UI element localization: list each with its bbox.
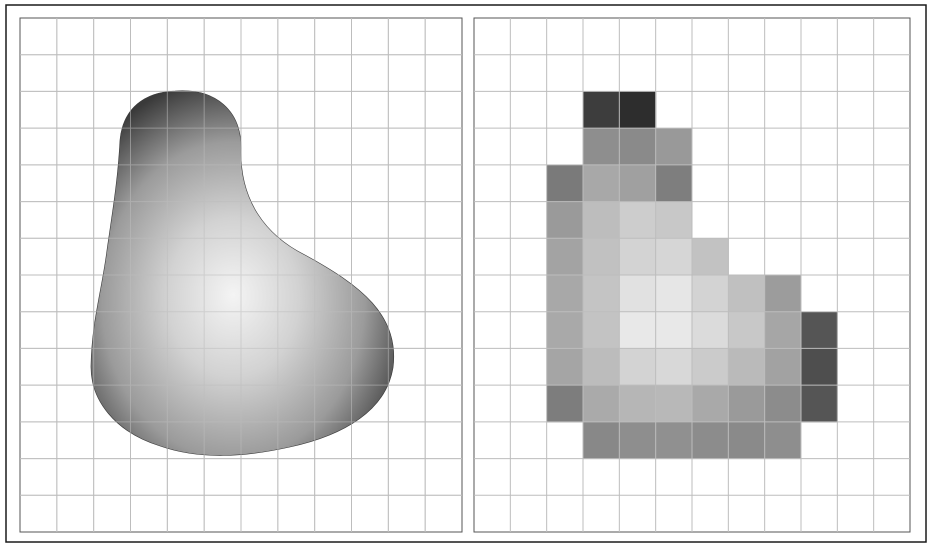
pixel-cell	[656, 385, 693, 422]
pixel-cell	[583, 275, 620, 312]
pixel-cell	[765, 385, 802, 422]
pixel-cell	[547, 348, 584, 385]
pixel-cell	[692, 348, 729, 385]
pixel-cell	[619, 238, 656, 275]
pixel-cell	[619, 385, 656, 422]
pixel-cell	[765, 312, 802, 349]
pixel-cell	[801, 348, 838, 385]
pixel-cell	[583, 202, 620, 239]
pixel-cell	[656, 128, 693, 165]
pixel-cell	[656, 312, 693, 349]
pixel-cell	[619, 91, 656, 128]
pixel-cell	[728, 385, 765, 422]
pixel-cell	[656, 422, 693, 459]
pixel-cell	[583, 128, 620, 165]
pixel-cell	[728, 348, 765, 385]
pixel-cell	[619, 275, 656, 312]
pixel-cell	[801, 385, 838, 422]
pixel-cell	[583, 312, 620, 349]
pixel-cell	[619, 202, 656, 239]
pixel-cell	[656, 348, 693, 385]
pixel-cell	[547, 238, 584, 275]
pixel-cell	[692, 312, 729, 349]
pixel-cell	[547, 202, 584, 239]
pixel-cell	[692, 238, 729, 275]
pixel-cell	[692, 275, 729, 312]
panel-continuous	[20, 18, 462, 532]
pixel-cell	[547, 385, 584, 422]
pixel-cell	[583, 385, 620, 422]
pixel-cell	[728, 312, 765, 349]
panel-sampled	[474, 18, 910, 532]
pixel-cell	[765, 348, 802, 385]
pixel-cell	[656, 165, 693, 202]
pixel-cell	[547, 275, 584, 312]
pixel-cell	[547, 165, 584, 202]
pixel-cell	[656, 202, 693, 239]
pixel-cell	[583, 238, 620, 275]
pixel-cell	[547, 312, 584, 349]
pixel-cell	[656, 238, 693, 275]
pixel-cell	[692, 385, 729, 422]
pixel-cell	[619, 422, 656, 459]
pixel-cell	[656, 275, 693, 312]
pixel-cell	[619, 165, 656, 202]
pixel-cell	[801, 312, 838, 349]
pixel-cell	[619, 312, 656, 349]
pixel-cell	[765, 422, 802, 459]
pixel-cell	[728, 275, 765, 312]
pixel-cell	[728, 422, 765, 459]
pixel-cell	[583, 422, 620, 459]
pixel-cell	[583, 91, 620, 128]
pixel-cell	[765, 275, 802, 312]
pixel-cell	[583, 348, 620, 385]
pixel-cell	[619, 128, 656, 165]
pixel-cell	[619, 348, 656, 385]
pixel-cell	[583, 165, 620, 202]
pixel-cell	[692, 422, 729, 459]
